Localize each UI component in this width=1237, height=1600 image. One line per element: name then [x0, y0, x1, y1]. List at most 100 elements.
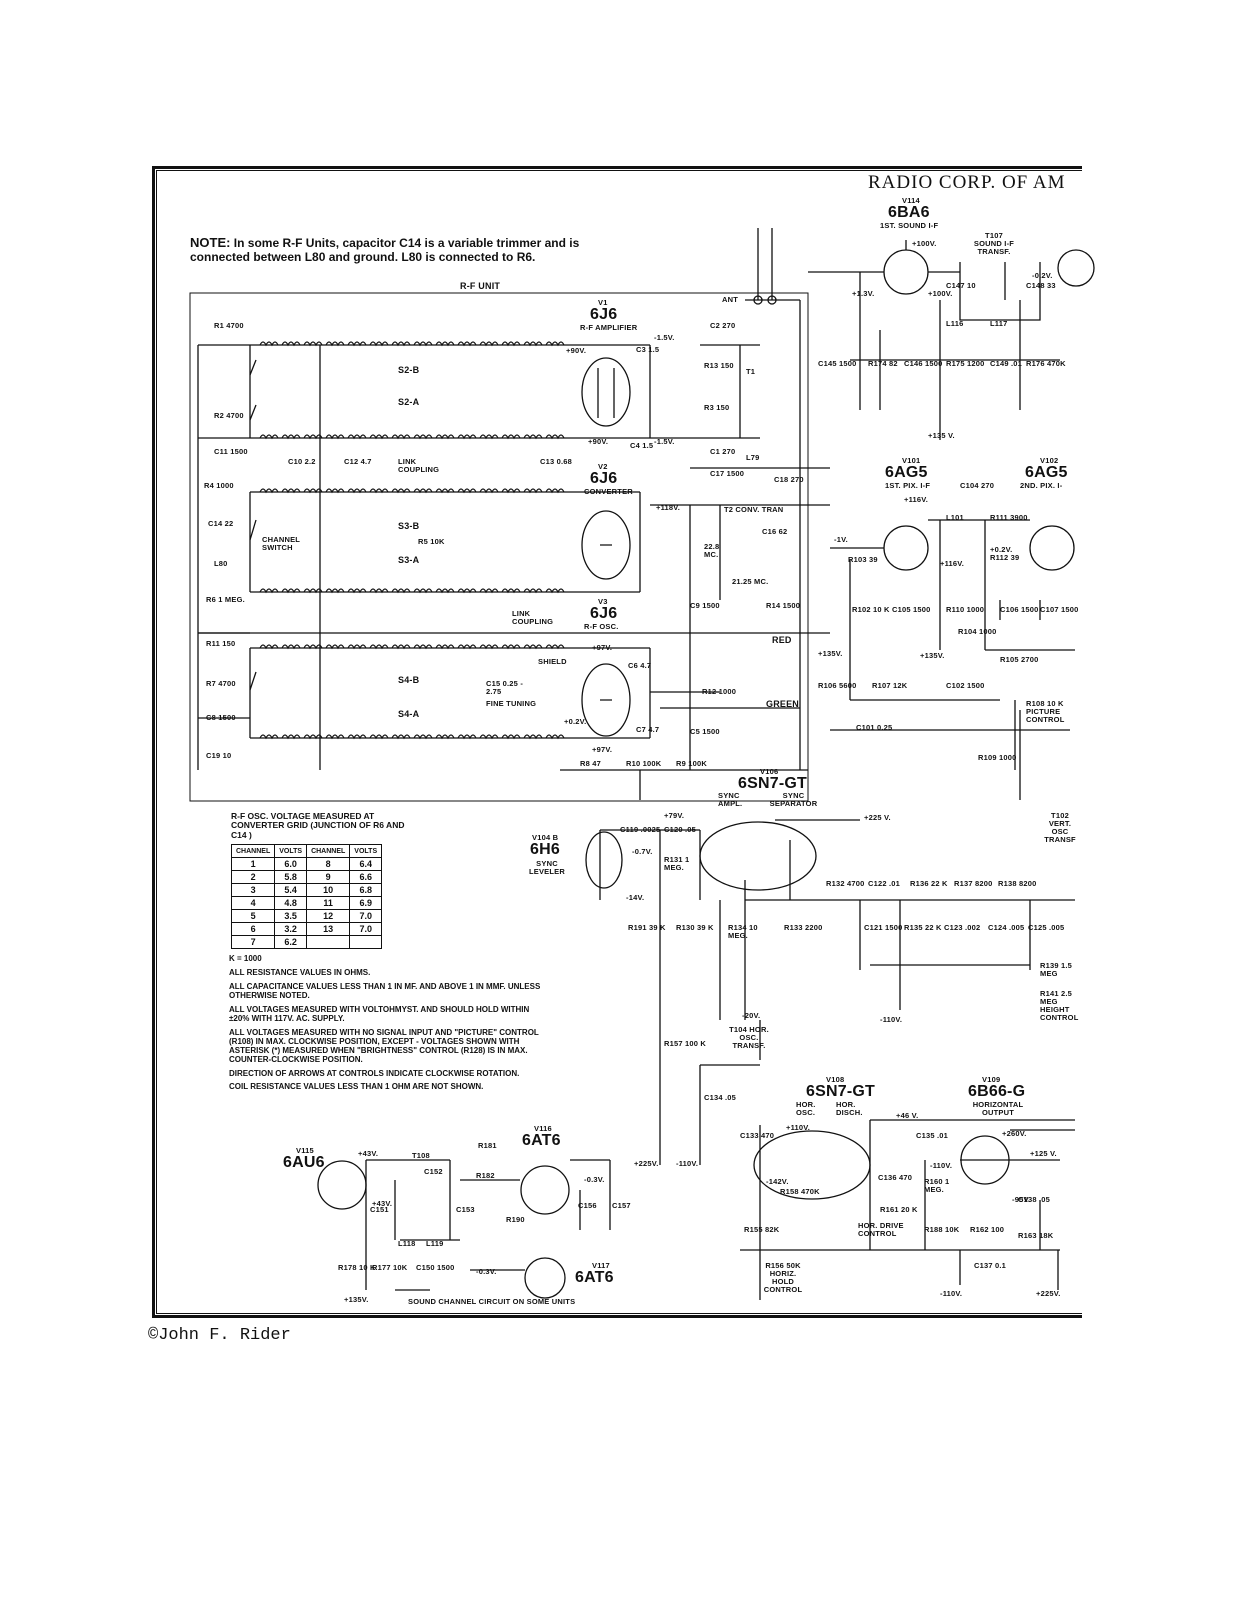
component-label: R6 1 MEG.	[206, 595, 245, 604]
voltage-table-cell: 7	[230, 935, 276, 949]
component-label: R176 470K	[1026, 359, 1066, 368]
coil-inductor	[435, 644, 455, 650]
voltage-label: +225 V.	[864, 813, 891, 822]
v109-func: HORIZONTAL OUTPUT	[972, 1100, 1024, 1117]
voltage-table-cell: 5.8	[274, 870, 308, 884]
component-label: R1 4700	[214, 321, 244, 330]
v2-type: 6J6	[590, 470, 618, 487]
component-label: C16 62	[762, 527, 788, 536]
voltage-label: -1.5V.	[654, 333, 675, 342]
voltage-label: +118V.	[656, 503, 681, 512]
voltage-table-cell	[306, 935, 351, 949]
coil-inductor	[413, 434, 433, 440]
v102-func: 2ND. PIX. I-	[1020, 481, 1063, 490]
component-label: R9 100K	[676, 759, 708, 768]
channel-switch-label: CHANNEL SWITCH	[262, 535, 300, 552]
coil-inductor	[303, 434, 323, 440]
coil-inductor	[303, 734, 323, 740]
component-label: R137 8200	[954, 879, 993, 888]
switch-bus	[197, 345, 321, 770]
v106-func2: SYNC SEPARATOR	[769, 791, 818, 808]
v114-tube-envelope	[883, 249, 929, 295]
v115-tube-envelope	[317, 1160, 367, 1210]
component-label: C137 0.1	[974, 1261, 1007, 1270]
component-label: C152	[424, 1167, 443, 1176]
coil-inductor	[281, 341, 301, 347]
voltage-table-cell: 11	[306, 896, 351, 910]
note-item: ALL VOLTAGES MEASURED WITH NO SIGNAL INP…	[229, 1027, 539, 1064]
v3-func: R-F OSC.	[584, 622, 619, 631]
component-label: C153	[456, 1205, 475, 1214]
component-label: R3 150	[704, 403, 730, 412]
voltage-label: -0.7V.	[632, 847, 653, 856]
voltage-table-cell: 12	[306, 909, 351, 923]
note-body: In some R-F Units, capacitor C14 is a va…	[190, 236, 580, 264]
v1-func: R-F AMPLIFIER	[580, 323, 638, 332]
coil-inductor	[413, 341, 433, 347]
component-label: R112 39	[990, 553, 1020, 562]
component-label: L79	[746, 453, 760, 462]
component-label: C13 0.68	[540, 457, 573, 466]
switch-s4b: S4-B	[398, 675, 420, 685]
voltage-label: -142V.	[766, 1177, 789, 1186]
component-label: C125 .005	[1028, 923, 1065, 932]
voltage-label: +116V.	[904, 495, 929, 504]
coil-inductor	[413, 488, 433, 494]
v1-type: 6J6	[590, 306, 618, 323]
voltage-table-cell: 9	[306, 870, 351, 884]
voltage-table-cell: 4.8	[274, 896, 308, 910]
component-label: C106 1500	[1000, 605, 1039, 614]
v101-ref: V101	[902, 456, 921, 465]
coil-inductor	[369, 341, 389, 347]
v116-ref: V116	[534, 1124, 552, 1133]
rf-unit-label: R-F UNIT	[460, 281, 501, 291]
coil-inductor	[545, 588, 565, 594]
coil-inductor	[457, 341, 477, 347]
antenna	[745, 228, 800, 301]
note-item: DIRECTION OF ARROWS AT CONTROLS INDICATE…	[229, 1068, 520, 1078]
component-label: T108	[412, 1151, 430, 1160]
coil-inductor	[457, 734, 477, 740]
voltage-label: -0.3V.	[476, 1267, 497, 1276]
coil-inductor	[457, 644, 477, 650]
coil-inductor	[391, 341, 411, 347]
v116-type: 6AT6	[522, 1132, 561, 1149]
voltage-label: -1.5V.	[654, 437, 675, 446]
component-label: C135 .01	[916, 1131, 949, 1140]
coil-inductor	[391, 434, 411, 440]
coil-inductor	[325, 588, 345, 594]
coil-inductor	[479, 588, 499, 594]
v106-func1: SYNC AMPL.	[718, 791, 743, 808]
component-label: R8 47	[580, 759, 602, 768]
fine-tuning-label: FINE TUNING	[486, 699, 537, 708]
component-label: C122 .01	[868, 879, 901, 888]
coil-inductor	[259, 588, 279, 594]
component-label: C147 10	[946, 281, 976, 290]
component-label: C9 1500	[690, 601, 720, 610]
v108-ref: V108	[826, 1075, 845, 1084]
coil-inductor	[501, 588, 521, 594]
voltage-table-cell: 1	[230, 857, 276, 871]
coil-inductor	[391, 644, 411, 650]
note-item: ALL RESISTANCE VALUES IN OHMS.	[229, 967, 371, 977]
coil-inductor	[413, 644, 433, 650]
component-label: L118	[398, 1239, 416, 1248]
coil-inductor	[479, 644, 499, 650]
v114-ref: V114	[902, 196, 920, 205]
v114-type: 6BA6	[888, 204, 930, 221]
picture-control-label: R108 10 K PICTURE CONTROL	[1026, 699, 1065, 724]
component-label: C10 2.2	[288, 457, 316, 466]
component-label: R158 470K	[780, 1187, 820, 1196]
v115-ref: V115	[296, 1146, 314, 1155]
horiz-hold-label: R156 50K HORIZ. HOLD CONTROL	[763, 1261, 803, 1294]
component-label: R12 1000	[702, 687, 737, 696]
component-label: L101	[946, 513, 964, 522]
coil-inductor	[325, 434, 345, 440]
component-label: R134 10 MEG.	[728, 923, 758, 940]
coil-inductor	[435, 588, 455, 594]
v106-tube-envelope	[699, 821, 817, 891]
